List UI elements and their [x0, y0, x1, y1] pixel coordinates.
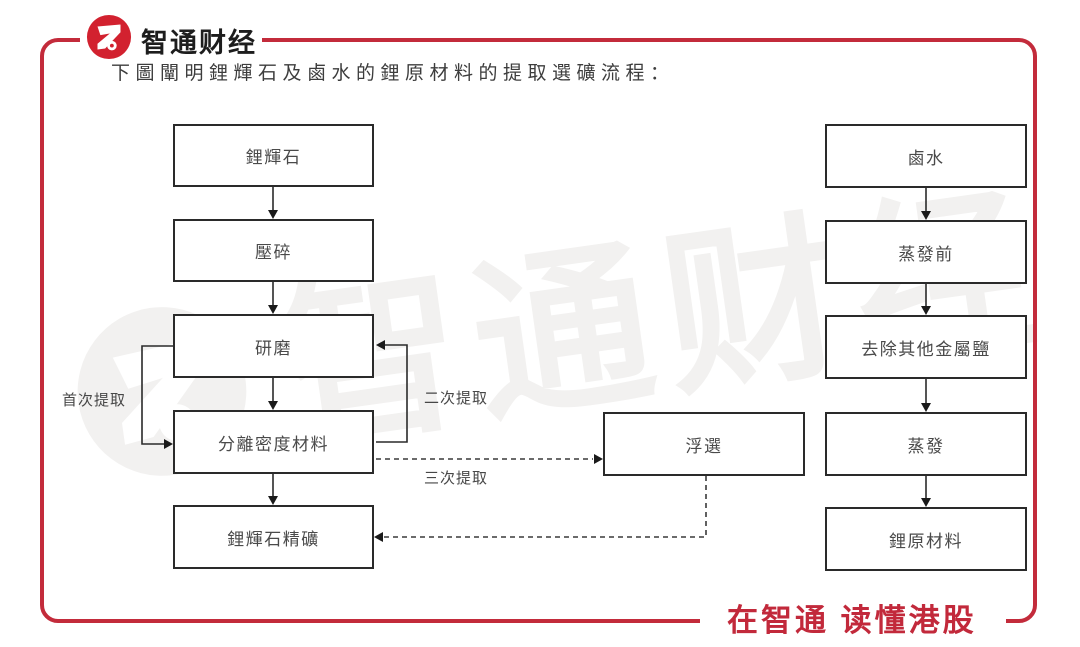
flow-node-crushing: 壓碎 [173, 219, 374, 282]
flow-node-pre-evaporation: 蒸發前 [825, 220, 1027, 284]
brand-slogan: 在智通 读懂港股 [727, 603, 977, 638]
edge-separate-concentrate [268, 474, 278, 505]
flow-node-flotation: 浮選 [603, 412, 805, 476]
edge-label-third-extraction: 三次提取 [424, 470, 489, 487]
edge-third-extraction-dashed [376, 454, 603, 464]
zhitong-z-logo-icon [86, 14, 132, 60]
brand-logo-text: 智通财经 [141, 28, 257, 58]
flow-node-grinding: 研磨 [173, 314, 374, 378]
flow-node-remove-other-metal-salts: 去除其他金屬鹽 [825, 315, 1027, 379]
flow-node-spodumene: 鋰輝石 [173, 124, 374, 187]
edge-first-extraction-loop [141, 345, 173, 449]
edge-preevap-removesalts [921, 284, 931, 315]
edge-removesalts-evap [921, 379, 931, 412]
flow-node-brine: 鹵水 [825, 124, 1027, 188]
flow-node-lithium-raw-material: 鋰原材料 [825, 507, 1027, 571]
diagram-title: 下圖闡明鋰輝石及鹵水的鋰原材料的提取選礦流程： [111, 63, 675, 84]
flow-node-spodumene-concentrate: 鋰輝石精礦 [173, 505, 374, 569]
edge-grind-separate-straight [268, 378, 278, 410]
edge-spodumene-crush [268, 187, 278, 219]
edge-label-first-extraction: 首次提取 [62, 392, 127, 409]
edge-evap-rawmaterial [921, 476, 931, 507]
edge-crush-grind [268, 282, 278, 314]
flow-node-evaporation: 蒸發 [825, 412, 1027, 476]
edge-label-second-extraction: 二次提取 [424, 390, 489, 407]
flow-node-density-separation: 分離密度材料 [173, 410, 374, 474]
edge-second-extraction-loop [376, 340, 408, 443]
edge-brine-preevap [921, 188, 931, 220]
